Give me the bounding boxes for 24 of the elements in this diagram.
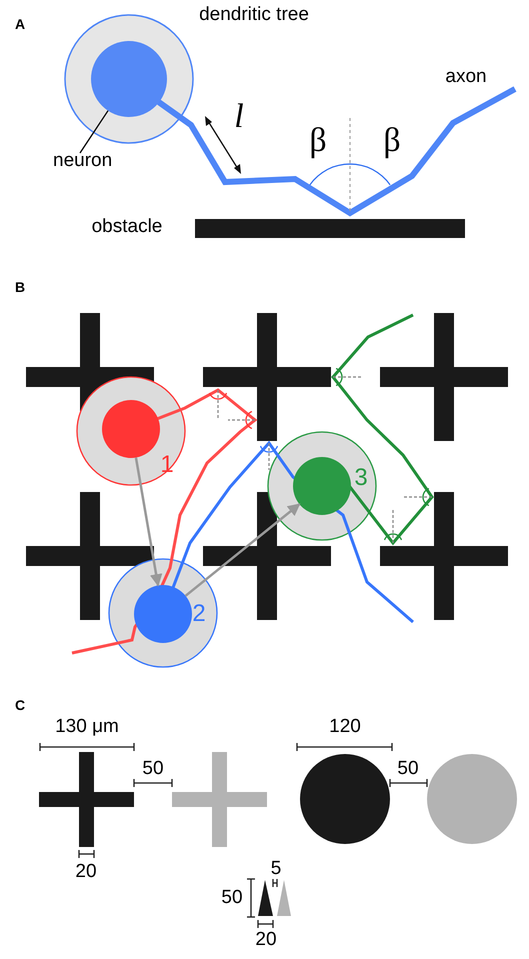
arrow [134, 457, 162, 587]
dimension-label: 20 [255, 929, 277, 951]
neuron-number: 1 [160, 453, 174, 477]
dimension-label: 50 [221, 887, 243, 909]
dimension-label: 20 [75, 861, 97, 883]
part-label: axon [445, 66, 487, 88]
length-symbol: l [234, 100, 244, 134]
panel-label: C [14, 698, 26, 712]
dimension-label: 50 [397, 758, 419, 780]
neuron-number: 2 [192, 602, 206, 626]
dimension-label: 130 μm [55, 716, 119, 738]
angle-symbol: β [383, 124, 401, 158]
angle-symbol: β [309, 124, 327, 158]
arrow [184, 503, 300, 597]
panel-label: A [14, 17, 26, 31]
neuron-number: 3 [354, 466, 368, 490]
leader-line [79, 110, 109, 154]
panel-label: B [14, 280, 26, 294]
part-label: obstacle [92, 216, 162, 238]
callout-label: neuron [53, 150, 112, 172]
part-label: dendritic tree [199, 4, 309, 26]
dimension-label: 50 [142, 758, 164, 780]
dimension-label: 120 [329, 716, 361, 738]
dimension-label: 5 [270, 858, 282, 880]
